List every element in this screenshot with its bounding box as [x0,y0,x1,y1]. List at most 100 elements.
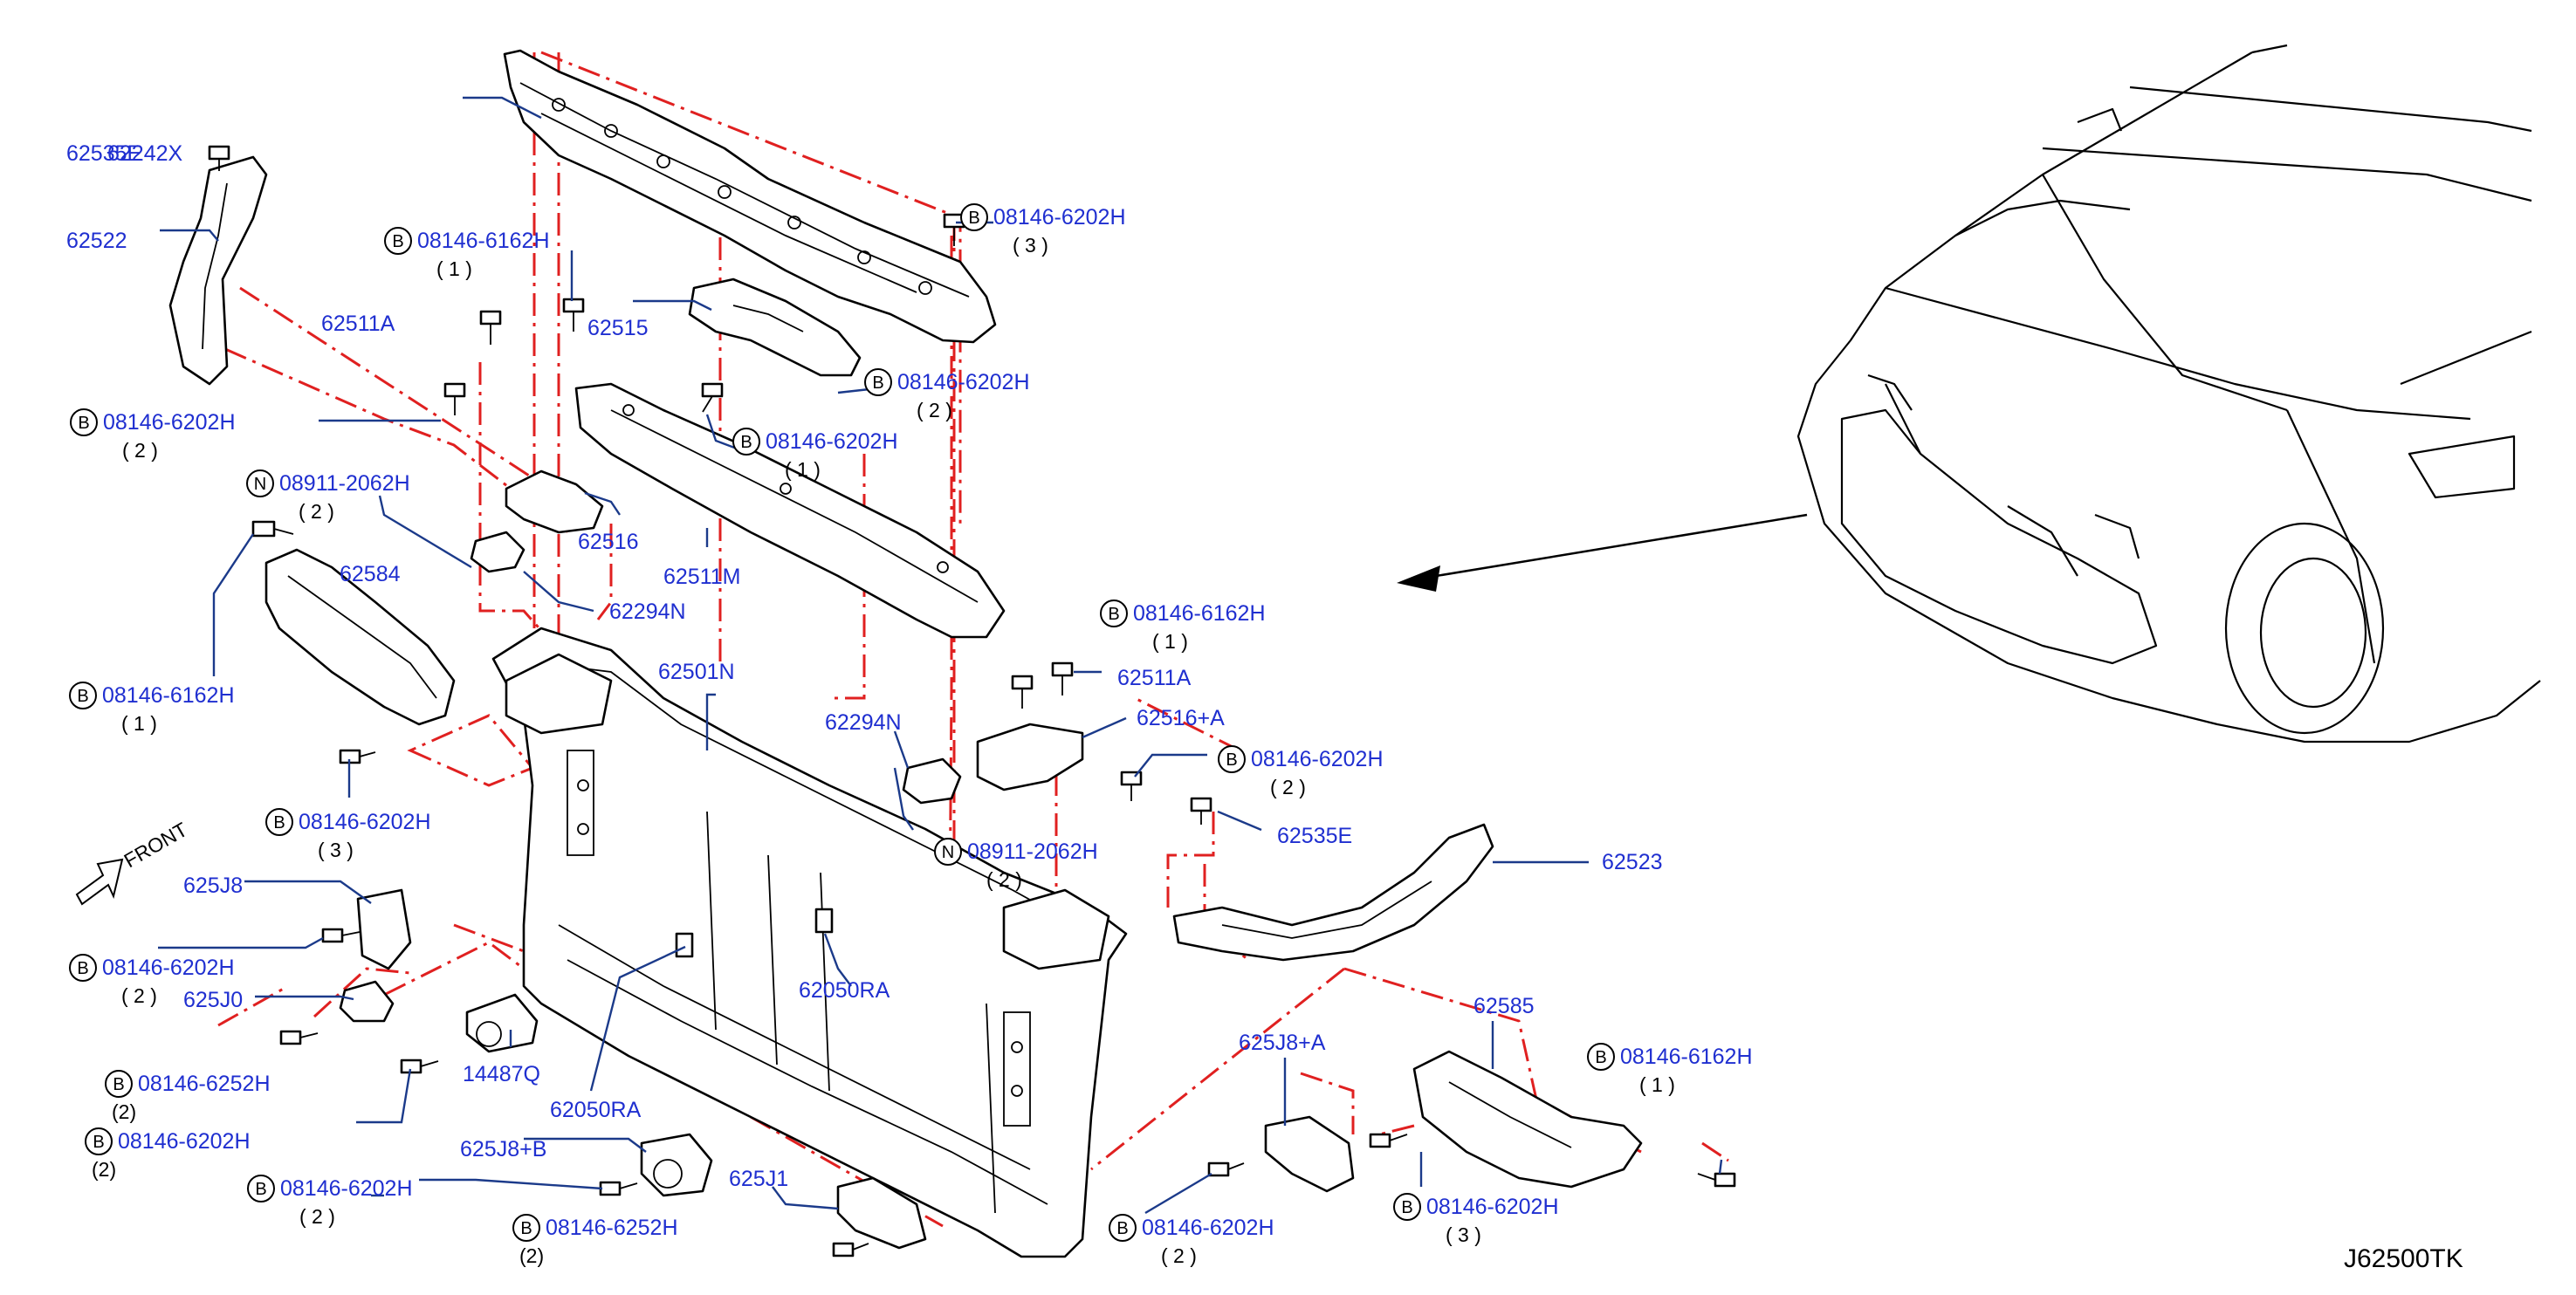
callout-part-number: 62050RA [550,1098,642,1122]
bolts [208,145,1736,1257]
callout-14487q: 14487Q [463,1062,540,1086]
callout-part-number: 08146-6162H [102,683,235,708]
callout-quantity: ( 3 ) [1013,234,1048,257]
callout-part-number: 08146-6162H [1133,601,1266,626]
callout-prefix-circle [1218,745,1246,773]
callout-prefix-letter: B [93,1133,104,1152]
callout-part-number: 625J0 [183,988,243,1012]
callout-prefix-circle [85,1127,113,1155]
callout-quantity: ( 1 ) [436,257,472,280]
callout-quantity: ( 1 ) [1639,1073,1675,1096]
callout-62585: 62585 [1473,994,1535,1018]
callout-62535e: 62535E [1277,824,1352,848]
callout-62294n: 62294N [609,600,686,624]
callout-prefix-letter: B [520,1219,532,1238]
callout-part-number: 08911-2062H [279,471,410,496]
callout-62294n: 62294N [825,710,902,735]
callout-625j0: 625J0 [183,988,243,1012]
callout-quantity: ( 1 ) [1152,630,1188,653]
callout-quantity: ( 2 ) [299,1205,335,1228]
front-label: FRONT [120,818,192,872]
view-arrow [1397,513,1808,592]
callout-prefix-circle [1109,1214,1137,1242]
upper-member-62511M [574,382,1006,639]
callout-62511a: 62511A [321,312,395,336]
callout-part-number: 62535E [1277,824,1352,848]
callout-08146-6202h: B 08146-6202H ( 2 ) [70,408,236,462]
callout-08146-6202h: B 08146-6202H(2) [85,1127,251,1181]
bolt-icon [443,382,466,415]
callout-part-number: 62516 [578,530,639,554]
bracket-62515 [688,278,862,377]
bolt-icon [1011,675,1034,709]
callout-prefix-circle [732,428,760,456]
callout-62050ra: 62050RA [799,978,890,1003]
callout-prefix-letter: B [78,414,89,433]
callout-prefix-circle [246,469,274,497]
callout-part-number: 62516+A [1137,706,1225,730]
bolt-icon [321,928,361,943]
callout-prefix-letter: B [872,373,883,393]
callout-part-number: 62501N [658,660,735,684]
callout-part-number: 08146-6202H [118,1129,251,1154]
callout-62516: 62516 [578,530,639,554]
callout-prefix-circle [384,227,412,255]
callout-prefix-circle [1100,600,1128,627]
callout-part-number: 62511A [1117,666,1192,690]
callout-prefix-letter: B [273,813,285,832]
callout-prefix-letter: B [1595,1048,1606,1067]
callout-prefix-circle [512,1214,540,1242]
bolt-icon [943,213,965,246]
callout-part-number: 625J8+A [1239,1031,1326,1055]
callout-part-number: 08146-6202H [103,410,236,435]
bolt-icon [339,749,376,764]
callout-quantity: (2) [92,1158,116,1181]
bolt-icon [599,1181,638,1196]
callout-part-number: 62522 [66,229,127,253]
callout-prefix-circle [1393,1193,1421,1221]
radiator-core-support [491,627,1128,1258]
callout-prefix-letter: N [254,475,266,494]
callout-62516-a: 62516+A [1137,706,1225,730]
callout-62515: 62515 [587,316,649,340]
callout-62522: 62522 [66,229,127,253]
callout-62242x: 62242X [107,141,183,166]
bolt-icon [1120,771,1143,801]
callout-part-number: 62294N [609,600,686,624]
callout-quantity: ( 2 ) [122,439,158,462]
callout-prefix-letter: B [968,209,979,228]
callout-quantity: ( 2 ) [299,500,334,523]
callout-625j1: 625J1 [729,1167,788,1191]
callout-part-number: 08146-6162H [417,229,550,253]
callout-prefix-circle [247,1175,275,1202]
diagram-code: J62500TK [2344,1244,2463,1273]
callout-quantity: (2) [112,1100,136,1123]
callout-prefix-letter: B [255,1180,266,1199]
callout-part-number: 08146-6202H [993,205,1126,230]
side-bracket-62522 [168,155,268,386]
callout-quantity: ( 3 ) [1446,1223,1481,1246]
callout-quantity: (2) [519,1244,544,1267]
callout-part-number: 08146-6202H [1251,747,1384,771]
callout-part-number: 62050RA [799,978,890,1003]
bolt-icon [1369,1133,1408,1148]
callout-62523: 62523 [1602,850,1663,874]
callout-part-number: 625J8 [183,874,243,898]
callout-prefix-circle [105,1070,133,1098]
bolt-icon [400,1059,439,1074]
callout-prefix-circle [70,408,98,436]
callout-quantity: ( 2 ) [1161,1244,1197,1267]
side-bracket-62523 [1172,823,1494,962]
callout-part-number: 625J8+B [460,1137,546,1161]
callout-part-number: 08146-6202H [1426,1195,1559,1219]
